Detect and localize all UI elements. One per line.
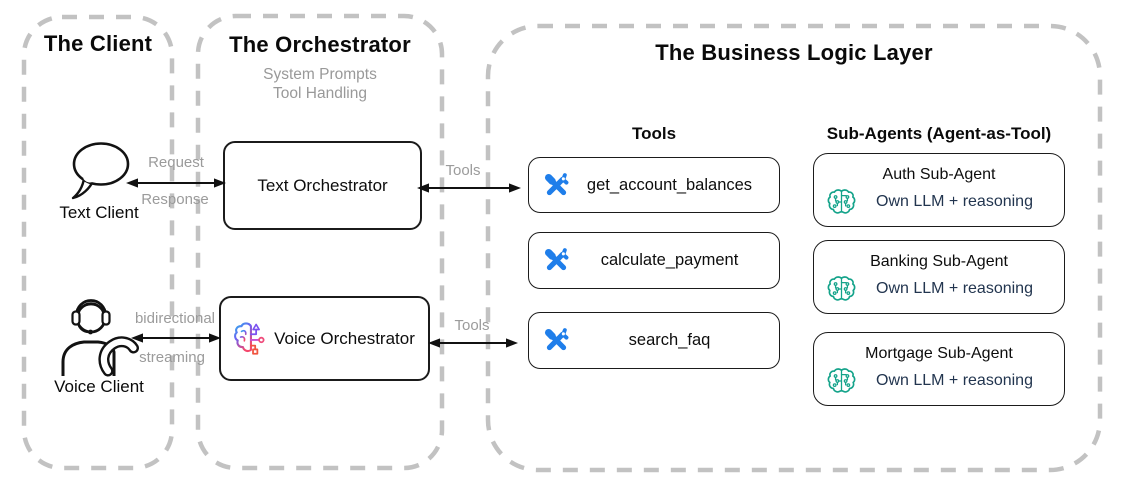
headset-person-phone-icon (61, 299, 139, 377)
orchestrator-zone-title: The Orchestrator (229, 32, 411, 57)
voice-client-label: Voice Client (54, 377, 144, 396)
agent-subtitle: Own LLM + reasoning (876, 193, 1033, 210)
voice-client-orchestrator-arrow (131, 333, 221, 343)
agent-box-auth: Auth Sub-Agent Own LLM + reasoning (813, 153, 1065, 227)
bidirectional-edge-label: bidirectional (134, 310, 216, 327)
voice-orchestrator-label: Voice Orchestrator (274, 328, 415, 348)
speech-bubble-icon (71, 142, 130, 200)
crossed-tools-icon (543, 247, 570, 274)
request-edge-label: Request (148, 154, 204, 171)
tool-box-search-faq: search_faq (528, 312, 780, 369)
orchestrator-note-system-prompts: System Prompts (263, 66, 377, 83)
client-zone-title: The Client (43, 31, 153, 56)
business-zone-border (485, 23, 1103, 473)
text-orchestrator-label: Text Orchestrator (257, 175, 388, 195)
tools-column-header: Tools (631, 124, 677, 143)
voice-orchestrator-tools-arrow (428, 338, 518, 348)
tool-label: search_faq (628, 331, 711, 349)
teal-brain-circuit-icon (826, 188, 857, 216)
text-orchestrator-node: Text Orchestrator (223, 141, 422, 230)
client-zone-border (21, 14, 175, 471)
streaming-edge-label: streaming (139, 349, 205, 366)
text-orchestrator-tools-arrow (417, 183, 521, 193)
crossed-tools-icon (543, 327, 570, 354)
text-client-orchestrator-arrow (126, 178, 226, 188)
sub-agents-column-header: Sub-Agents (Agent-as-Tool) (826, 124, 1052, 143)
teal-brain-circuit-icon (826, 275, 857, 303)
gradient-brain-circuit-icon (233, 320, 267, 358)
tool-label: get_account_balances (586, 175, 753, 194)
orchestrator-zone-border (195, 13, 445, 471)
agent-subtitle: Own LLM + reasoning (876, 280, 1033, 297)
agent-box-mortgage: Mortgage Sub-Agent Own LLM + reasoning (813, 332, 1065, 406)
agent-title: Banking Sub-Agent (870, 253, 1008, 270)
orchestrator-note-tool-handling: Tool Handling (273, 85, 367, 102)
tools-edge-label-voice: Tools (454, 317, 490, 334)
crossed-tools-icon (543, 172, 570, 199)
agent-title: Auth Sub-Agent (882, 166, 996, 183)
voice-orchestrator-node: Voice Orchestrator (219, 296, 430, 381)
tool-box-get-account-balances: get_account_balances (528, 157, 780, 213)
tools-edge-label-text: Tools (445, 162, 481, 179)
text-client-label: Text Client (59, 203, 139, 222)
response-edge-label: Response (141, 191, 209, 208)
tool-box-calculate-payment: calculate_payment (528, 232, 780, 289)
agent-title: Mortgage Sub-Agent (865, 345, 1013, 362)
business-zone-title: The Business Logic Layer (655, 40, 933, 65)
tool-label: calculate_payment (600, 251, 739, 269)
teal-brain-circuit-icon (826, 367, 857, 395)
agent-box-banking: Banking Sub-Agent Own LLM + reasoning (813, 240, 1065, 314)
agent-subtitle: Own LLM + reasoning (876, 372, 1033, 389)
